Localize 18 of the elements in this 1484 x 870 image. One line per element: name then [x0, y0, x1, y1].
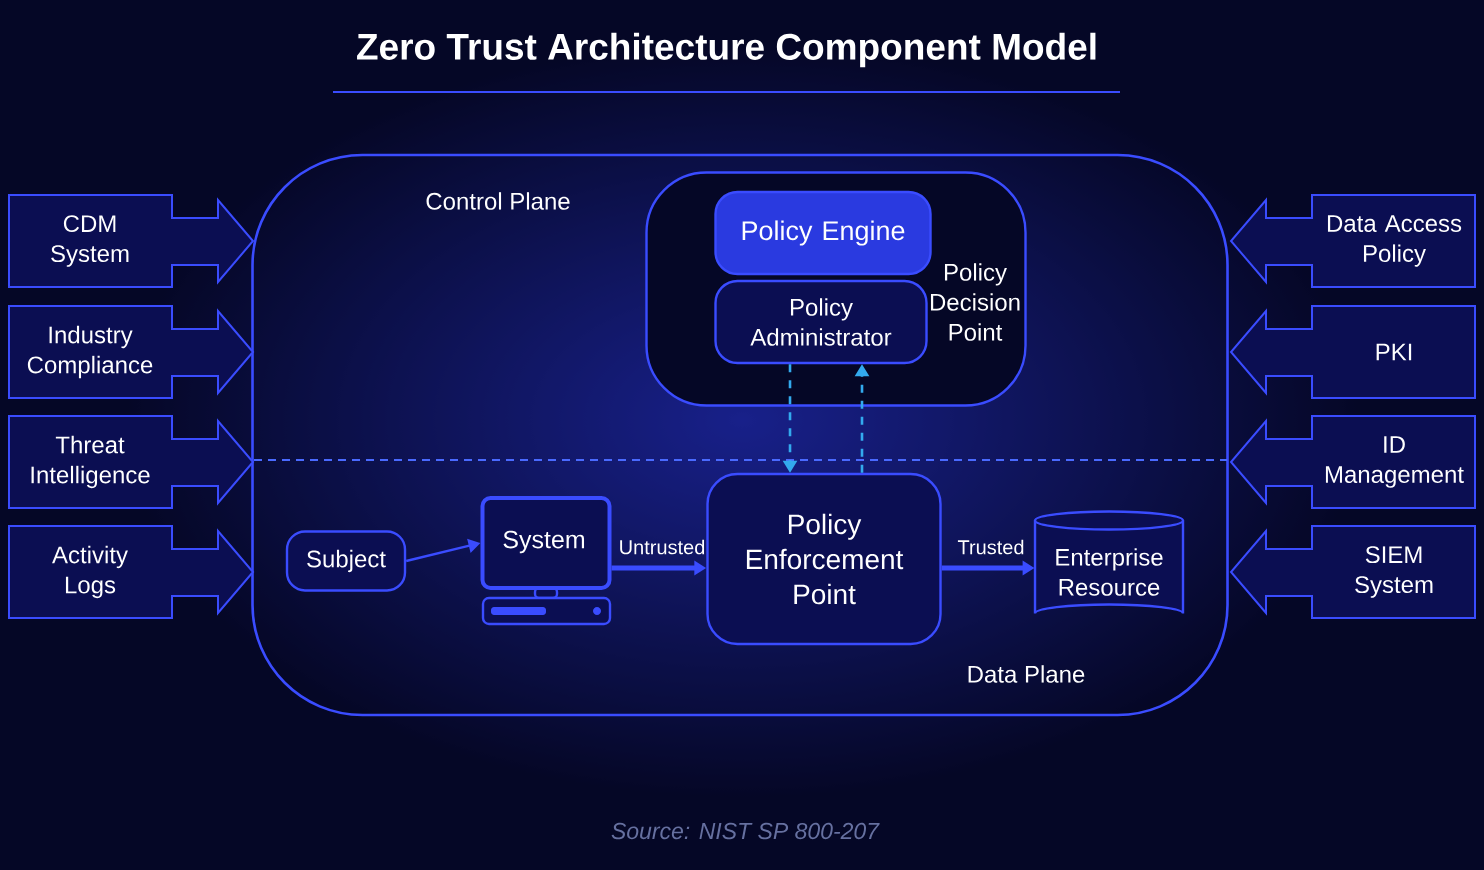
process-box: Policy Engine	[714, 190, 932, 276]
input-arrow-block: Industry Compliance	[8, 305, 255, 399]
input-arrow-block: ID Management	[1229, 415, 1476, 509]
database-cylinder: Enterprise Resource	[1033, 510, 1185, 615]
input-arrow-block: Activity Logs	[8, 525, 255, 619]
title: Zero Trust Architecture Component Model	[357, 32, 1096, 68]
computer: System	[480, 496, 612, 626]
caption: Source: NIST SP 800-207	[611, 822, 880, 840]
input-arrow-block: Data Access Policy	[1229, 194, 1476, 288]
input-arrow-block: CDM System	[8, 194, 255, 288]
input-arrow-block: Threat Intelligence	[8, 415, 255, 509]
edge-label: Untrusted	[620, 539, 705, 555]
process-box: Subject	[285, 530, 407, 592]
input-arrow-block: PKI	[1229, 305, 1476, 399]
process-box: Policy Enforcement Point	[706, 472, 942, 646]
input-arrow-block: SIEM System	[1229, 525, 1476, 619]
process-box: Policy Administrator	[714, 279, 928, 365]
edge-label: Trusted	[957, 539, 1024, 555]
